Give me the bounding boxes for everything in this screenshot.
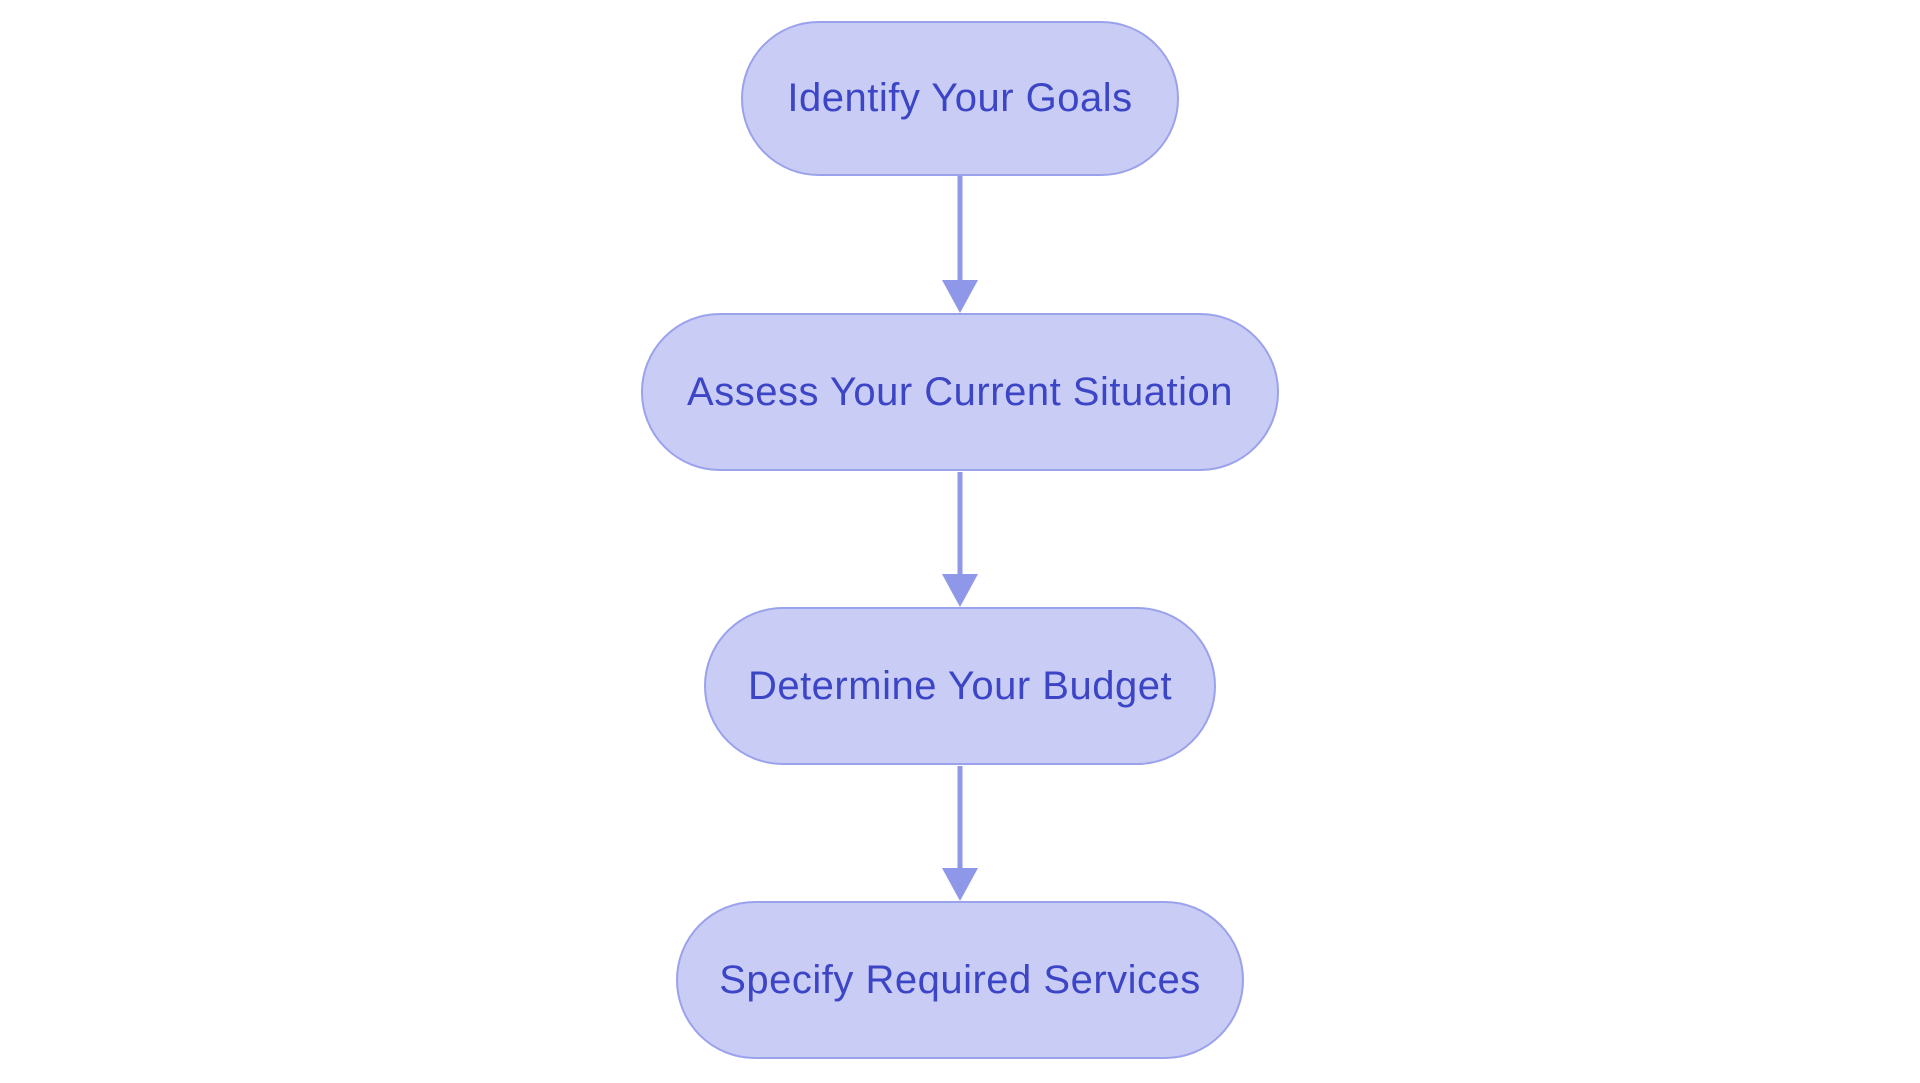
- arrow-head-down-icon: [942, 574, 978, 607]
- flowchart-node-identify-goals: Identify Your Goals: [741, 21, 1179, 176]
- node-label: Specify Required Services: [719, 957, 1201, 1002]
- node-label: Identify Your Goals: [787, 76, 1133, 120]
- arrow-down-connector-1: [942, 176, 978, 313]
- arrow-line: [957, 472, 963, 577]
- arrow-head-down-icon: [942, 280, 978, 313]
- arrow-line: [957, 766, 963, 871]
- arrow-head-down-icon: [942, 868, 978, 901]
- node-label: Determine Your Budget: [747, 663, 1173, 708]
- flowchart-node-assess-situation: Assess Your Current Situation: [641, 313, 1279, 471]
- arrow-line: [957, 176, 963, 283]
- arrow-down-connector-3: [942, 766, 978, 901]
- arrow-down-connector-2: [942, 472, 978, 607]
- flowchart-node-specify-services: Specify Required Services: [676, 901, 1244, 1059]
- flowchart-node-determine-budget: Determine Your Budget: [704, 607, 1216, 765]
- node-label: Assess Your Current Situation: [687, 369, 1233, 414]
